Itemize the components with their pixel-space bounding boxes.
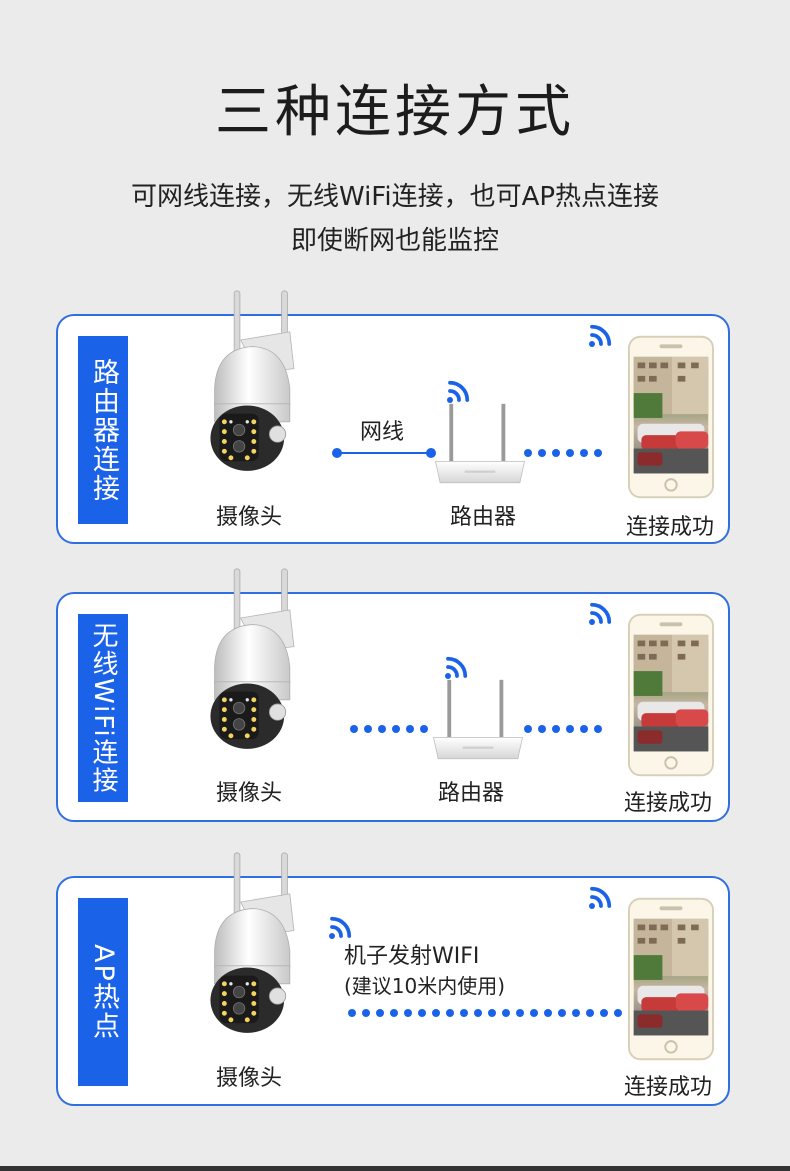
smartphone-icon	[628, 612, 714, 778]
ptz-camera-icon	[208, 852, 298, 1042]
card-tag: AP热点	[78, 898, 128, 1086]
wireless-link-dots	[350, 724, 428, 734]
bottom-divider	[0, 1166, 790, 1171]
camera-label: 摄像头	[216, 505, 283, 530]
ptz-camera-icon	[208, 290, 298, 480]
result-label: 连接成功	[626, 515, 715, 540]
router-label: 路由器	[450, 505, 517, 530]
cable-label: 网线	[360, 420, 405, 445]
smartphone-icon	[628, 334, 714, 500]
card-tag: 无线WiFi连接	[78, 614, 128, 802]
hotspot-note: (建议10米内使用)	[344, 974, 506, 998]
wireless-link-dots	[524, 724, 602, 734]
camera-label: 摄像头	[216, 781, 283, 806]
card-tag: 路由器连接	[78, 336, 128, 524]
card-ap-hotspot: AP热点 摄像头 机子发射WIFI (建议10米内使用) 连接成功	[56, 876, 730, 1106]
wireless-link-dots	[524, 448, 602, 458]
page-subtitle-line2: 即使断网也能监控	[290, 226, 499, 256]
ptz-camera-icon	[208, 568, 298, 758]
page-subtitle-line1: 可网线连接，无线WiFi连接，也可AP热点连接	[130, 182, 660, 212]
page-title: 三种连接方式	[215, 80, 575, 145]
wifi-router-icon	[430, 400, 530, 492]
smartphone-icon	[628, 896, 714, 1062]
wifi-signal-icon	[586, 320, 616, 350]
hotspot-label: 机子发射WIFI	[344, 944, 480, 969]
card-wifi-connection: 无线WiFi连接 摄像头 路由器 连接成功	[56, 592, 730, 822]
wifi-signal-icon	[586, 882, 616, 912]
card-router-connection: 路由器连接 摄像头 网线 路由器 连接成功	[56, 314, 730, 544]
result-label: 连接成功	[624, 791, 713, 816]
result-label: 连接成功	[624, 1075, 713, 1100]
wifi-signal-icon	[586, 598, 616, 628]
ethernet-cable	[332, 448, 436, 458]
wireless-link-dots	[348, 1008, 622, 1018]
router-label: 路由器	[438, 781, 505, 806]
camera-label: 摄像头	[216, 1066, 283, 1091]
wifi-router-icon	[428, 676, 528, 768]
